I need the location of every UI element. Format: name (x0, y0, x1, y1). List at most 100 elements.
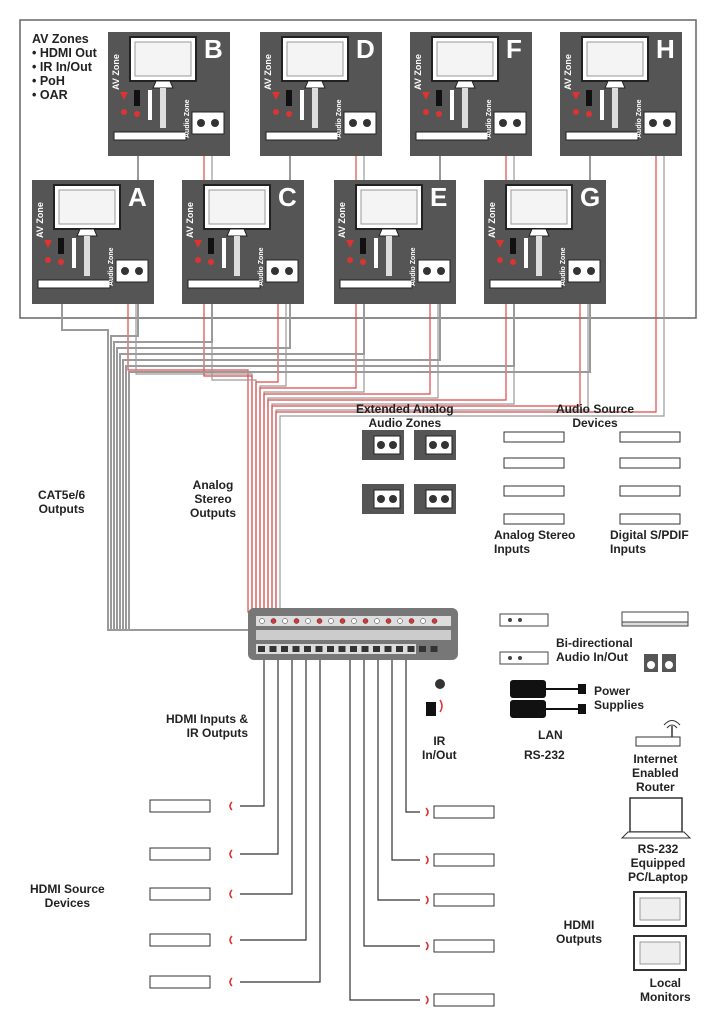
audio-zone-caption: Audio Zone (636, 99, 643, 139)
av-zone-caption: AV Zone (111, 54, 121, 90)
audio-cable (127, 282, 266, 613)
av-zones-title: AV Zones (32, 32, 89, 46)
av-zone-caption: AV Zone (35, 202, 45, 238)
av-zone-feature: • IR In/Out (32, 60, 92, 74)
hdmi-source-device (149, 933, 211, 947)
digital-audio-source (619, 457, 681, 469)
hdmi-outputs-label: HDMI Outputs (556, 918, 602, 946)
av-zone-caption: AV Zone (487, 202, 497, 238)
av-zone-feature: • HDMI Out (32, 46, 97, 60)
digital-audio-source (619, 485, 681, 497)
av-zone-panel (334, 180, 456, 304)
audio-zone-caption: Audio Zone (560, 247, 567, 287)
hdmi-cable (240, 660, 307, 941)
router-icon (635, 720, 681, 747)
rs232-label: RS-232 (524, 748, 565, 762)
digital-audio-source (619, 513, 681, 525)
analog-audio-source (503, 431, 565, 443)
audio-cable (279, 134, 665, 612)
hdmi-cable (240, 660, 265, 807)
hdmi-cable (240, 660, 279, 855)
matrix-switcher (248, 608, 458, 660)
hdmi-source-device (433, 805, 495, 819)
cat5-outputs-label: CAT5e/6 Outputs (38, 488, 86, 516)
zone-letter: G (580, 182, 601, 212)
analog-audio-source (503, 513, 565, 525)
av-zones-legend: AV Zones • HDMI Out • IR In/Out • PoH • … (32, 32, 97, 102)
av-zone-panel (410, 32, 532, 156)
digital-audio-source (619, 431, 681, 443)
analog-audio-source (503, 485, 565, 497)
zone-letter: H (656, 34, 675, 64)
av-zone-panel (32, 180, 154, 304)
av-zone-panel (484, 180, 606, 304)
hdmi-cable (349, 660, 420, 1001)
router-label: Internet Enabled Router (632, 752, 679, 794)
hdmi-cable (240, 660, 321, 983)
av-zone-caption: AV Zone (263, 54, 273, 90)
bidir-audio-label: Bi-directional Audio In/Out (556, 636, 633, 664)
bidir-speakers (644, 654, 676, 672)
local-monitors (633, 891, 687, 971)
hdmi-source-device (149, 887, 211, 901)
power-supplies (510, 680, 586, 718)
av-zone-caption: AV Zone (563, 54, 573, 90)
av-zone-caption: AV Zone (413, 54, 423, 90)
hdmi-cable (240, 660, 293, 895)
hdmi-sources-label: HDMI Source Devices (30, 882, 105, 910)
audio-cable (255, 282, 290, 613)
power-supplies-label: Power Supplies (594, 684, 645, 712)
hdmi-cable (391, 660, 420, 861)
zone-letter: F (506, 34, 522, 64)
zone-letter: B (204, 34, 223, 64)
analog-outputs-label: Analog Stereo Outputs (190, 478, 236, 520)
zone-letter: E (430, 182, 448, 212)
hdmi-cable (405, 660, 420, 813)
hdmi-source-device (149, 975, 211, 989)
av-zone-caption: AV Zone (185, 202, 195, 238)
zone-letter: A (128, 182, 147, 212)
hdmi-source-device (433, 993, 495, 1007)
analog-audio-source (503, 457, 565, 469)
audio-sources-label: Audio Source Devices (556, 402, 635, 430)
audio-zone-caption: Audio Zone (108, 247, 115, 287)
zone-letter: D (356, 34, 375, 64)
av-zone-feature: • PoH (32, 74, 65, 88)
av-zone-panel (560, 32, 682, 156)
local-monitors-label: Local Monitors (640, 976, 691, 1004)
cat-cable (119, 288, 365, 631)
hdmi-source-device (433, 939, 495, 953)
ir-in-out-icon (426, 679, 445, 716)
audio-zone-caption: Audio Zone (486, 99, 493, 139)
audio-zone-caption: Audio Zone (258, 247, 265, 287)
audio-zone-caption: Audio Zone (184, 99, 191, 139)
hdmi-cable (363, 660, 420, 947)
av-zone-feature: • OAR (32, 88, 68, 102)
analog-inputs-label: Analog Stereo Inputs (494, 528, 576, 556)
rs232-pc-label: RS-232 Equipped PC/Laptop (628, 842, 688, 884)
hdmi-source-device (433, 853, 495, 867)
audio-cable (267, 282, 439, 612)
audio-zone-caption: Audio Zone (410, 247, 417, 287)
bidir-audio-device (499, 611, 689, 665)
audio-zone-caption: Audio Zone (336, 99, 343, 139)
hdmi-source-device (433, 893, 495, 907)
hdmi-inputs-label: HDMI Inputs & IR Outputs (166, 712, 248, 740)
hdmi-source-device (149, 847, 211, 861)
lan-label: LAN (538, 728, 563, 742)
audio-cable (263, 282, 431, 613)
zone-letter: C (278, 182, 297, 212)
extended-zones-label: Extended Analog Audio Zones (356, 402, 454, 430)
av-zones-frame (19, 19, 697, 319)
laptop-icon (620, 797, 692, 839)
cat-cable (61, 288, 262, 631)
av-zone-caption: AV Zone (337, 202, 347, 238)
audio-cable (135, 282, 253, 612)
hdmi-source-device (149, 799, 211, 813)
av-zone-panel (260, 32, 382, 156)
ir-label: IR In/Out (422, 734, 457, 762)
av-zone-panel (108, 32, 230, 156)
digital-inputs-label: Digital S/PDIF Inputs (610, 528, 689, 556)
av-zone-panel (182, 180, 304, 304)
